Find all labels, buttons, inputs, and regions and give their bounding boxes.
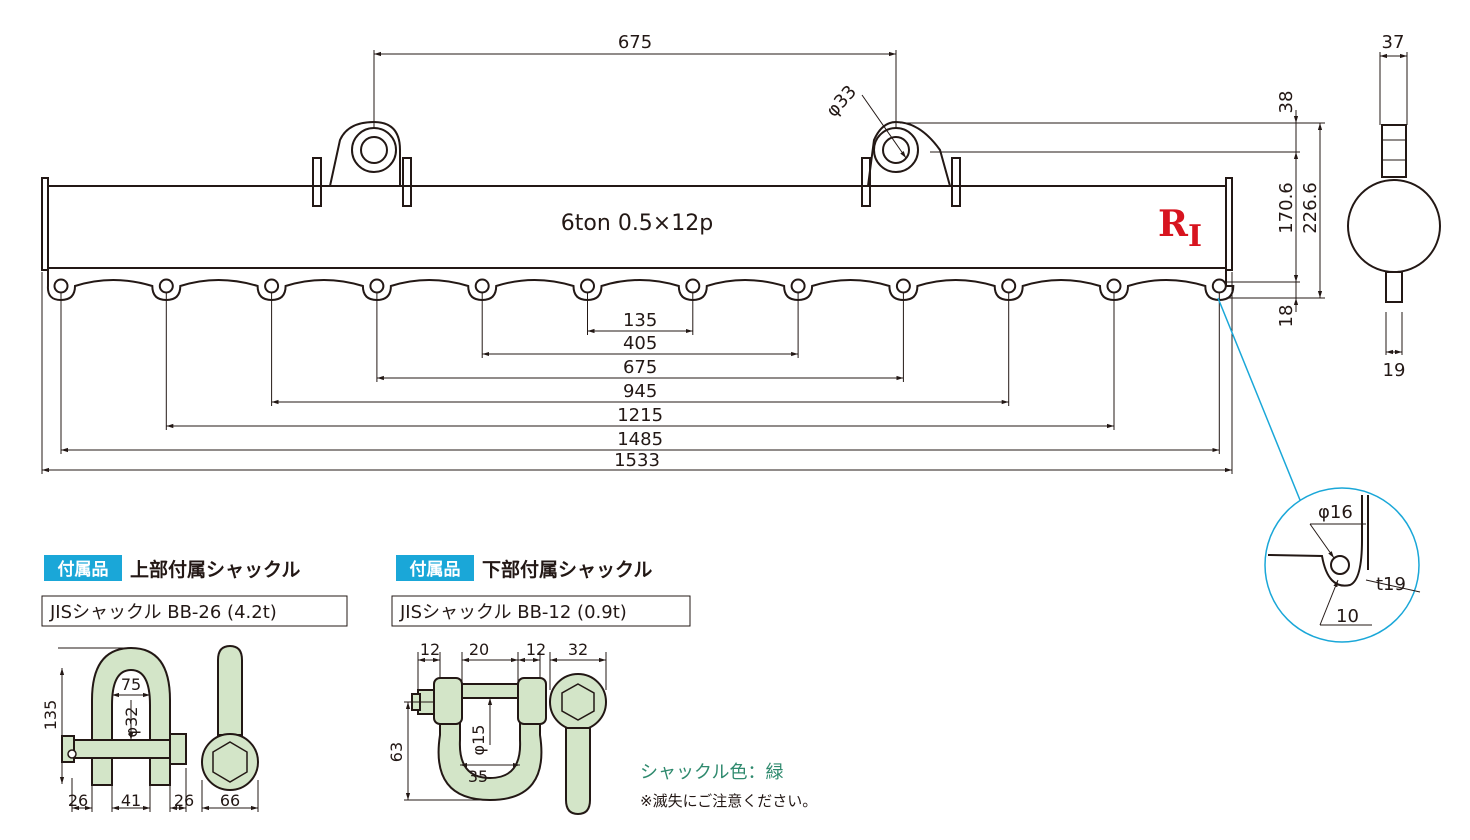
pitch-dim-value: 945	[623, 381, 657, 402]
dim-heights: 38 170.6 226.6 18	[900, 91, 1325, 328]
detail-hole: φ16	[1318, 502, 1353, 523]
lower-dim-height: 63	[387, 742, 406, 762]
lug-hole	[895, 278, 911, 294]
beam-rating-label: 6ton 0.5×12p	[561, 211, 713, 236]
lower-dim-eye: 32	[568, 640, 588, 659]
lug-hole	[685, 278, 701, 294]
upper-shackle-spec: JISシャックル BB-26 (4.2t)	[49, 602, 277, 623]
upper-dim-inner: 75	[121, 675, 141, 694]
upper-dim-left: 26	[68, 791, 88, 810]
lower-shackle-spec-box	[391, 595, 691, 627]
svg-text:付属品: 付属品	[58, 559, 109, 580]
shackle-color-note: シャックル色：緑	[640, 762, 783, 783]
top-lug-left	[312, 120, 412, 207]
pitch-dim-value: 675	[623, 357, 657, 378]
pitch-dim-value: 405	[623, 333, 657, 354]
lower-shackle-section: 付属品 下部付属シャックル JISシャックル BB-12 (0.9t) 12 2…	[387, 555, 691, 816]
upper-dim-pin: φ32	[122, 707, 141, 738]
bottom-lug-plate	[46, 270, 1235, 302]
right-end-plate	[1225, 177, 1233, 271]
upper-dim-right: 26	[174, 791, 194, 810]
upper-dim-eye: 66	[220, 791, 240, 810]
upper-dim-mid: 41	[121, 791, 141, 810]
upper-shackle-section: 付属品 上部付属シャックル JISシャックル BB-26 (4.2t) 135 …	[41, 555, 348, 812]
lug-hole	[264, 278, 280, 294]
ri-logo: R I	[1158, 203, 1202, 254]
lug-holes	[53, 278, 1227, 294]
lower-dim-pin: φ15	[469, 725, 488, 756]
upper-accessory-tag	[44, 555, 122, 581]
detail-thickness: t19	[1376, 574, 1406, 595]
lug-hole	[1001, 278, 1017, 294]
lug-hole	[1106, 278, 1122, 294]
lower-shackle-title: 下部付属シャックル	[482, 558, 652, 581]
pitch-dim-value: 1485	[617, 429, 663, 450]
lower-shackle-spec: JISシャックル BB-12 (0.9t)	[399, 602, 627, 623]
dim-170: 170.6	[1276, 182, 1297, 234]
lug-hole	[580, 278, 595, 294]
main-beam	[41, 177, 1235, 302]
lug-hole	[790, 278, 806, 294]
dim-top-span-value: 675	[618, 32, 652, 53]
upper-dim-height: 135	[41, 700, 60, 731]
side-view: 37 19	[1347, 32, 1441, 381]
left-end-plate	[41, 177, 49, 271]
lug-hole	[369, 278, 385, 294]
lug-hole	[474, 278, 490, 294]
svg-text:I: I	[1188, 219, 1202, 254]
pitch-dim-value: 135	[623, 310, 657, 331]
dim-38: 38	[1276, 91, 1297, 114]
side-width-top: 37	[1382, 32, 1405, 53]
lower-accessory-tag	[396, 555, 474, 581]
pitch-dim-value: 1533	[614, 450, 660, 471]
side-width-bottom: 19	[1383, 360, 1406, 381]
lug-hole	[53, 278, 69, 294]
detail-view: φ16 t19 10	[1217, 297, 1421, 643]
dim-hole-diameter: φ33	[822, 81, 907, 159]
svg-text:R: R	[1158, 203, 1189, 245]
upper-shackle-spec-box	[41, 595, 348, 627]
dim-18: 18	[1276, 305, 1297, 328]
top-lug-right	[861, 120, 961, 207]
dim-226: 226.6	[1300, 182, 1321, 234]
dim-hole-diameter-value: φ33	[822, 81, 861, 121]
lower-dim-c: 12	[526, 640, 546, 659]
svg-text:付属品: 付属品	[410, 559, 461, 580]
lower-dim-a: 12	[420, 640, 440, 659]
lug-hole	[158, 278, 174, 294]
lower-dim-b: 20	[469, 640, 489, 659]
pitch-dim-value: 1215	[617, 405, 663, 426]
lower-dim-inner: 35	[468, 767, 488, 786]
upper-shackle-title: 上部付属シャックル	[130, 558, 300, 581]
detail-edge: 10	[1336, 606, 1359, 627]
lug-hole	[1211, 278, 1227, 294]
dim-top-span: 675	[373, 32, 897, 128]
caution-note: ※滅失にご注意ください。	[640, 792, 817, 810]
